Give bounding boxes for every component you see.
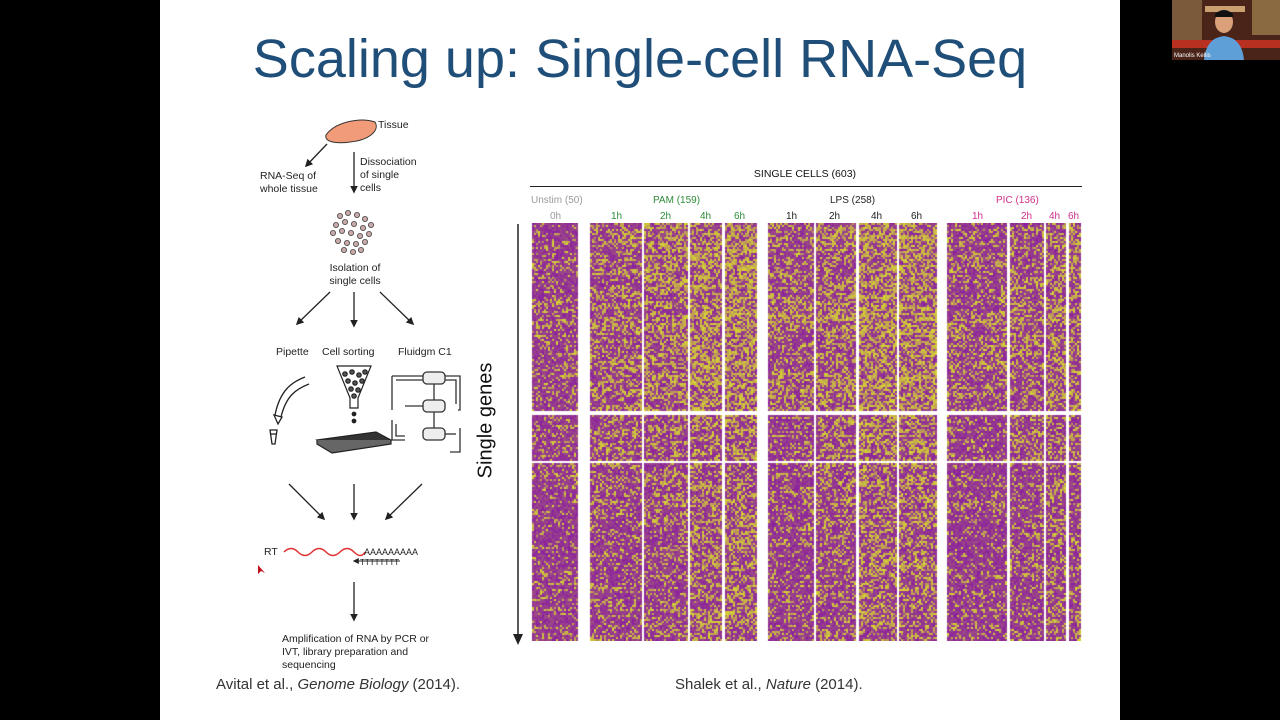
time-pam-2h: 2h xyxy=(660,211,672,222)
group-label-lps: LPS (258) xyxy=(830,195,876,206)
workflow-graphics xyxy=(269,119,461,622)
time-pam-4h: 4h xyxy=(700,211,712,222)
heatmap-header: SINGLE CELLS (603) xyxy=(753,168,857,180)
presenter-name: Manolis Kellis xyxy=(1174,53,1211,59)
cells-cluster xyxy=(329,209,374,255)
arrow-converge-right xyxy=(384,483,423,521)
label-polya: AAAAAAAAA xyxy=(364,547,419,557)
time-lps-1h: 1h xyxy=(786,211,798,222)
label-cell-sorting: Cell sorting xyxy=(322,346,375,358)
citation-avital: Avital et al., Genome Biology (2014). xyxy=(216,676,461,693)
mouse-cursor-icon xyxy=(258,565,265,574)
tissue-shape xyxy=(325,119,377,144)
label-tissue: Tissue xyxy=(378,119,409,131)
time-lps-6h: 6h xyxy=(911,211,923,222)
time-pic-1h: 1h xyxy=(972,211,984,222)
fluidigm-icon xyxy=(391,371,461,453)
arrow-pipette xyxy=(295,291,331,326)
label-fluidigm: Fluidgm C1 xyxy=(398,346,452,358)
label-rt: RT xyxy=(264,546,278,558)
label-primer: TTTTTTTT xyxy=(360,558,400,567)
y-axis-arrow xyxy=(513,224,523,645)
time-pic-2h: 2h xyxy=(1021,211,1033,222)
group-label-unstim: Unstim (50) xyxy=(531,195,583,206)
heatmap-canvas xyxy=(530,223,1082,641)
time-unstim-0h: 0h xyxy=(550,211,562,222)
arrow-fluidigm xyxy=(379,291,415,326)
time-pam-1h: 1h xyxy=(611,211,623,222)
group-label-pic: PIC (136) xyxy=(996,195,1039,206)
presenter-video-icon xyxy=(1172,0,1280,60)
heatmap-header-rule xyxy=(530,186,1082,187)
time-pic-6h: 6h xyxy=(1068,211,1080,222)
time-lps-4h: 4h xyxy=(871,211,883,222)
slide-title: Scaling up: Single-cell RNA-Seq xyxy=(252,29,1028,89)
pipette-icon xyxy=(269,376,310,445)
time-pam-6h: 6h xyxy=(734,211,746,222)
arrow-converge-left xyxy=(288,483,326,521)
group-label-pam: PAM (159) xyxy=(653,195,701,206)
mrna-wave xyxy=(283,547,366,557)
y-axis-label: Single genes xyxy=(474,362,497,479)
citation-shalek: Shalek et al., Nature (2014). xyxy=(675,676,863,693)
label-pipette: Pipette xyxy=(276,346,309,358)
arrow-whole-tissue xyxy=(304,143,328,168)
time-lps-2h: 2h xyxy=(829,211,841,222)
time-pic-4h: 4h xyxy=(1049,211,1061,222)
slide: Scaling up: Single-cell RNA-Seq xyxy=(160,0,1120,720)
cell-sorting-icon xyxy=(315,365,393,454)
presenter-video-tile[interactable]: Manolis Kellis xyxy=(1172,0,1280,60)
